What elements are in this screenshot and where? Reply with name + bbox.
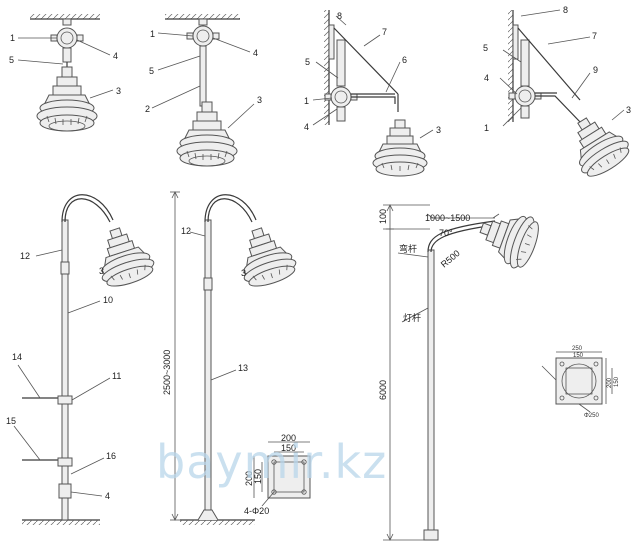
diagram-ceiling-mount: 1 4 5 3 [9,14,121,132]
callout-3: 3 [626,105,631,115]
callout-16: 16 [106,451,116,461]
callout-5: 5 [305,57,310,67]
diagram-wall-pole: 12 3 10 14 11 15 16 4 [6,194,159,525]
dim-arm-length: 1000~1500 [425,213,470,223]
callout-14: 14 [12,352,22,362]
base-plate-detail-square: 200 150 200 150 4-Φ20 [244,433,311,516]
callout-1: 1 [304,96,309,106]
callout-13: 13 [238,363,248,373]
diagram-pendant-mount: 1 4 5 2 3 [145,14,262,167]
callout-9: 9 [593,65,598,75]
callout-4: 4 [113,51,118,61]
callout-7: 7 [382,27,387,37]
callout-5: 5 [9,55,14,65]
callout-11: 11 [112,371,121,381]
dim-pole-height: 2500~3000 [162,350,172,395]
base-plate-detail-round: 250 150 200 150 Φ250 [541,346,620,419]
callout-12: 12 [181,226,191,236]
callout-1: 1 [150,29,155,39]
callout-12: 12 [20,251,30,261]
callout-2: 2 [145,104,150,114]
callout-4: 4 [484,73,489,83]
dim-base-width: 200 [281,433,296,443]
callout-4: 4 [304,122,309,132]
dim-base-height: 200 [244,471,254,486]
dim-base2-width: 250 [572,346,583,352]
dim-base2-hole: Φ250 [584,413,599,419]
callout-3: 3 [436,125,441,135]
callout-15: 15 [6,416,16,426]
callout-4: 4 [105,491,110,501]
diagram-wall-bracket-angled: 8 7 5 9 4 1 3 [483,5,636,183]
diagram-freestanding-pole: 2500~3000 12 3 13 [162,191,301,525]
callout-5: 5 [149,66,154,76]
callout-6: 6 [402,55,407,65]
callout-4: 4 [253,48,258,58]
diagram-wall-bracket: 8 7 5 6 1 4 3 [304,10,441,177]
dim-radius: R500 [439,248,462,269]
callout-3: 3 [241,268,246,278]
watermark: baymir.kz [156,435,387,489]
diagram-street-pole: 100 6000 1000~1500 70° R500 弯杆 灯杆 [378,201,545,541]
dim-base2-height: 200 [607,377,613,388]
dim-top: 100 [378,209,388,224]
dim-base2-width-inner: 150 [573,353,584,359]
dim-base-holes: 4-Φ20 [244,506,269,516]
callout-3: 3 [116,86,121,96]
label-lamp-pole: 灯杆 [403,312,421,323]
callout-8: 8 [337,11,342,21]
label-bent-pole: 弯杆 [399,243,417,254]
dim-base-height-inner: 150 [253,469,263,484]
dim-angle: 70° [439,228,453,238]
callout-10: 10 [103,295,113,305]
dim-base-width-inner: 150 [281,443,296,453]
callout-8: 8 [563,5,568,15]
callout-7: 7 [592,31,597,41]
callout-3: 3 [257,95,262,105]
dim-base2-height-inner: 150 [614,376,620,387]
dim-height-6000: 6000 [378,380,388,400]
callout-1: 1 [10,33,15,43]
callout-5: 5 [483,43,488,53]
callout-3: 3 [99,266,104,276]
callout-1: 1 [484,123,489,133]
